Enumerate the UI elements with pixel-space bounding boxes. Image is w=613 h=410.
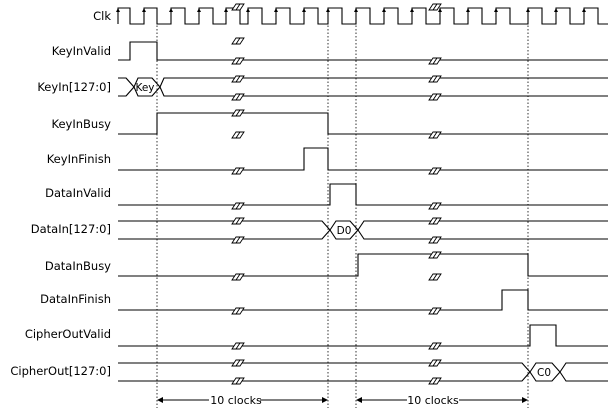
label-keyinbusy: KeyInBusy (51, 117, 111, 131)
waveform-datainfinish (118, 289, 608, 311)
duration-label-1: 10 clocks (210, 394, 262, 407)
waveform-keyin (118, 77, 608, 97)
value-keyin: Key (135, 82, 154, 94)
time-break-markers (231, 3, 442, 385)
label-keyin: KeyIn[127:0] (37, 80, 111, 94)
duration-arrow-2: 10 clocks (356, 394, 528, 407)
waveform-keyinbusy (118, 112, 608, 135)
waveform-cipheroutvalid (118, 324, 608, 347)
waveform-datainbusy (118, 253, 608, 277)
label-datain: DataIn[127:0] (31, 222, 111, 236)
label-datainvalid: DataInValid (45, 186, 111, 200)
waveform-keyinfinish (118, 147, 608, 171)
label-keyinfinish: KeyInFinish (47, 152, 111, 166)
waveform-datain (118, 220, 608, 240)
waveform-keyinvalid (118, 41, 608, 61)
label-keyinvalid: KeyInValid (52, 44, 111, 58)
waveform-cipherout (118, 362, 608, 382)
waveform-clk (117, 7, 608, 25)
clock-rising-edge-arrows (116, 8, 586, 12)
value-datain: D0 (337, 225, 352, 237)
value-cipherout: C0 (537, 367, 551, 379)
label-cipheroutvalid: CipherOutValid (25, 327, 111, 341)
duration-arrow-1: 10 clocks (157, 394, 328, 407)
label-clk: Clk (93, 9, 111, 23)
label-datainbusy: DataInBusy (45, 259, 111, 273)
label-datainfinish: DataInFinish (40, 292, 111, 306)
label-cipherout: CipherOut[127:0] (10, 364, 111, 378)
waveform-datainvalid (118, 183, 608, 206)
duration-label-2: 10 clocks (407, 394, 459, 407)
